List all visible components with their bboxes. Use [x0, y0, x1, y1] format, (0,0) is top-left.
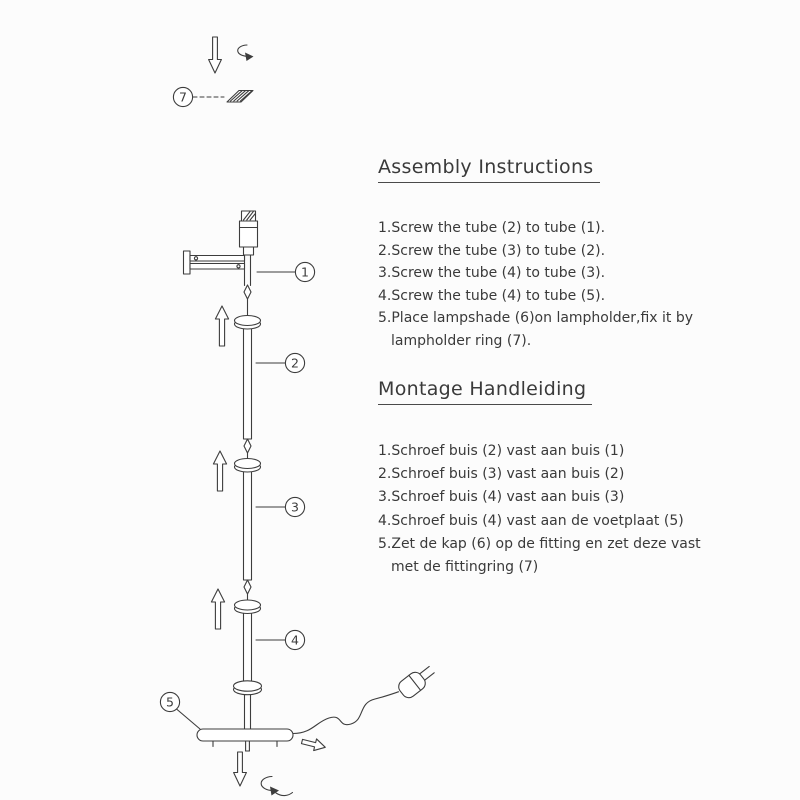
tube-2	[233, 314, 262, 461]
tube3-connector-stud	[243, 579, 252, 595]
part4-label-circle	[284, 629, 306, 651]
dutch-step-2: 2.Schroef buis (3) vast aan buis (2)	[378, 466, 625, 483]
tube-3	[233, 457, 262, 603]
base-plate	[196, 728, 294, 752]
fasten-down-arrow-bottom-icon	[233, 751, 247, 787]
dutch-step-4: 4.Schroef buis (4) vast aan de voetplaat…	[378, 512, 684, 529]
tube-4	[233, 599, 262, 687]
dutch-step-3: 3.Schroef buis (4) vast aan buis (3)	[378, 489, 625, 506]
part1-label: 1	[301, 264, 309, 279]
rotate-arrow-bottom-icon	[260, 775, 294, 797]
section-english: Assembly Instructions	[378, 156, 600, 183]
part3-callout: 3	[255, 496, 306, 518]
base-column	[232, 680, 263, 730]
part3-label-circle	[284, 496, 306, 518]
lampholder-ring-part	[226, 89, 254, 103]
rotate-arrow-top-icon	[237, 44, 254, 61]
plug-prong	[424, 672, 435, 681]
dutch-step-1: 1.Schroef buis (2) vast aan buis (1)	[378, 443, 625, 459]
section-dutch: Montage Handleiding	[378, 378, 593, 405]
part4-callout: 4	[255, 629, 306, 651]
swing-arm	[182, 250, 246, 275]
part2-callout: 2	[255, 352, 306, 374]
lampholder-fitting	[238, 210, 259, 256]
part3-label: 3	[291, 499, 299, 514]
english-title: Assembly Instructions	[378, 156, 600, 183]
part7-label-circle	[172, 86, 194, 108]
part5-leader-line	[175, 708, 201, 730]
slide-right-arrow-icon	[300, 738, 326, 752]
part4-label: 4	[291, 632, 299, 647]
tube-1	[243, 254, 252, 318]
tube1-connector-stud	[243, 284, 252, 300]
part5-callout: 5	[159, 691, 201, 730]
english-step-4: 4.Screw the tube (4) to tube (5).	[378, 287, 606, 304]
dutch-step-5-continued: met de fittingring (7)	[391, 559, 539, 576]
part2-label-circle	[284, 352, 306, 374]
dutch-step-5: 5.Zet de kap (6) op de fitting en zet de…	[378, 535, 701, 552]
english-step-1: 1.Screw the tube (2) to tube (1).	[378, 220, 606, 236]
power-cord	[292, 691, 400, 735]
assembly-up-arrow-3-icon	[210, 588, 226, 630]
part5-label-circle	[159, 691, 181, 713]
plug-prong	[419, 665, 430, 675]
english-step-2: 2.Screw the tube (3) to tube (2).	[378, 242, 606, 259]
insert-down-arrow-icon	[208, 36, 222, 74]
part7-label: 7	[179, 89, 187, 104]
part1-label-circle	[294, 261, 316, 283]
english-step-5: 5.Place lampshade (6)on lampholder,fix i…	[378, 310, 694, 327]
english-steps: 1.Screw the tube (2) to tube (1). 2.Scre…	[378, 217, 693, 353]
part2-label: 2	[291, 355, 299, 370]
assembly-up-arrow-2-icon	[212, 450, 228, 492]
part7-callout: 7	[172, 86, 225, 108]
power-plug	[398, 665, 435, 699]
part5-label: 5	[166, 694, 174, 709]
assembly-up-arrow-1-icon	[214, 305, 230, 347]
tube2-connector-stud	[243, 438, 252, 454]
dutch-steps: 1.Schroef buis (2) vast aan buis (1) 2.S…	[378, 440, 701, 579]
english-step-5-continued: lampholder ring (7).	[391, 332, 532, 349]
part1-callout: 1	[256, 261, 316, 283]
dutch-title: Montage Handleiding	[378, 378, 593, 405]
english-step-3: 3.Screw the tube (4) to tube (3).	[378, 265, 606, 282]
